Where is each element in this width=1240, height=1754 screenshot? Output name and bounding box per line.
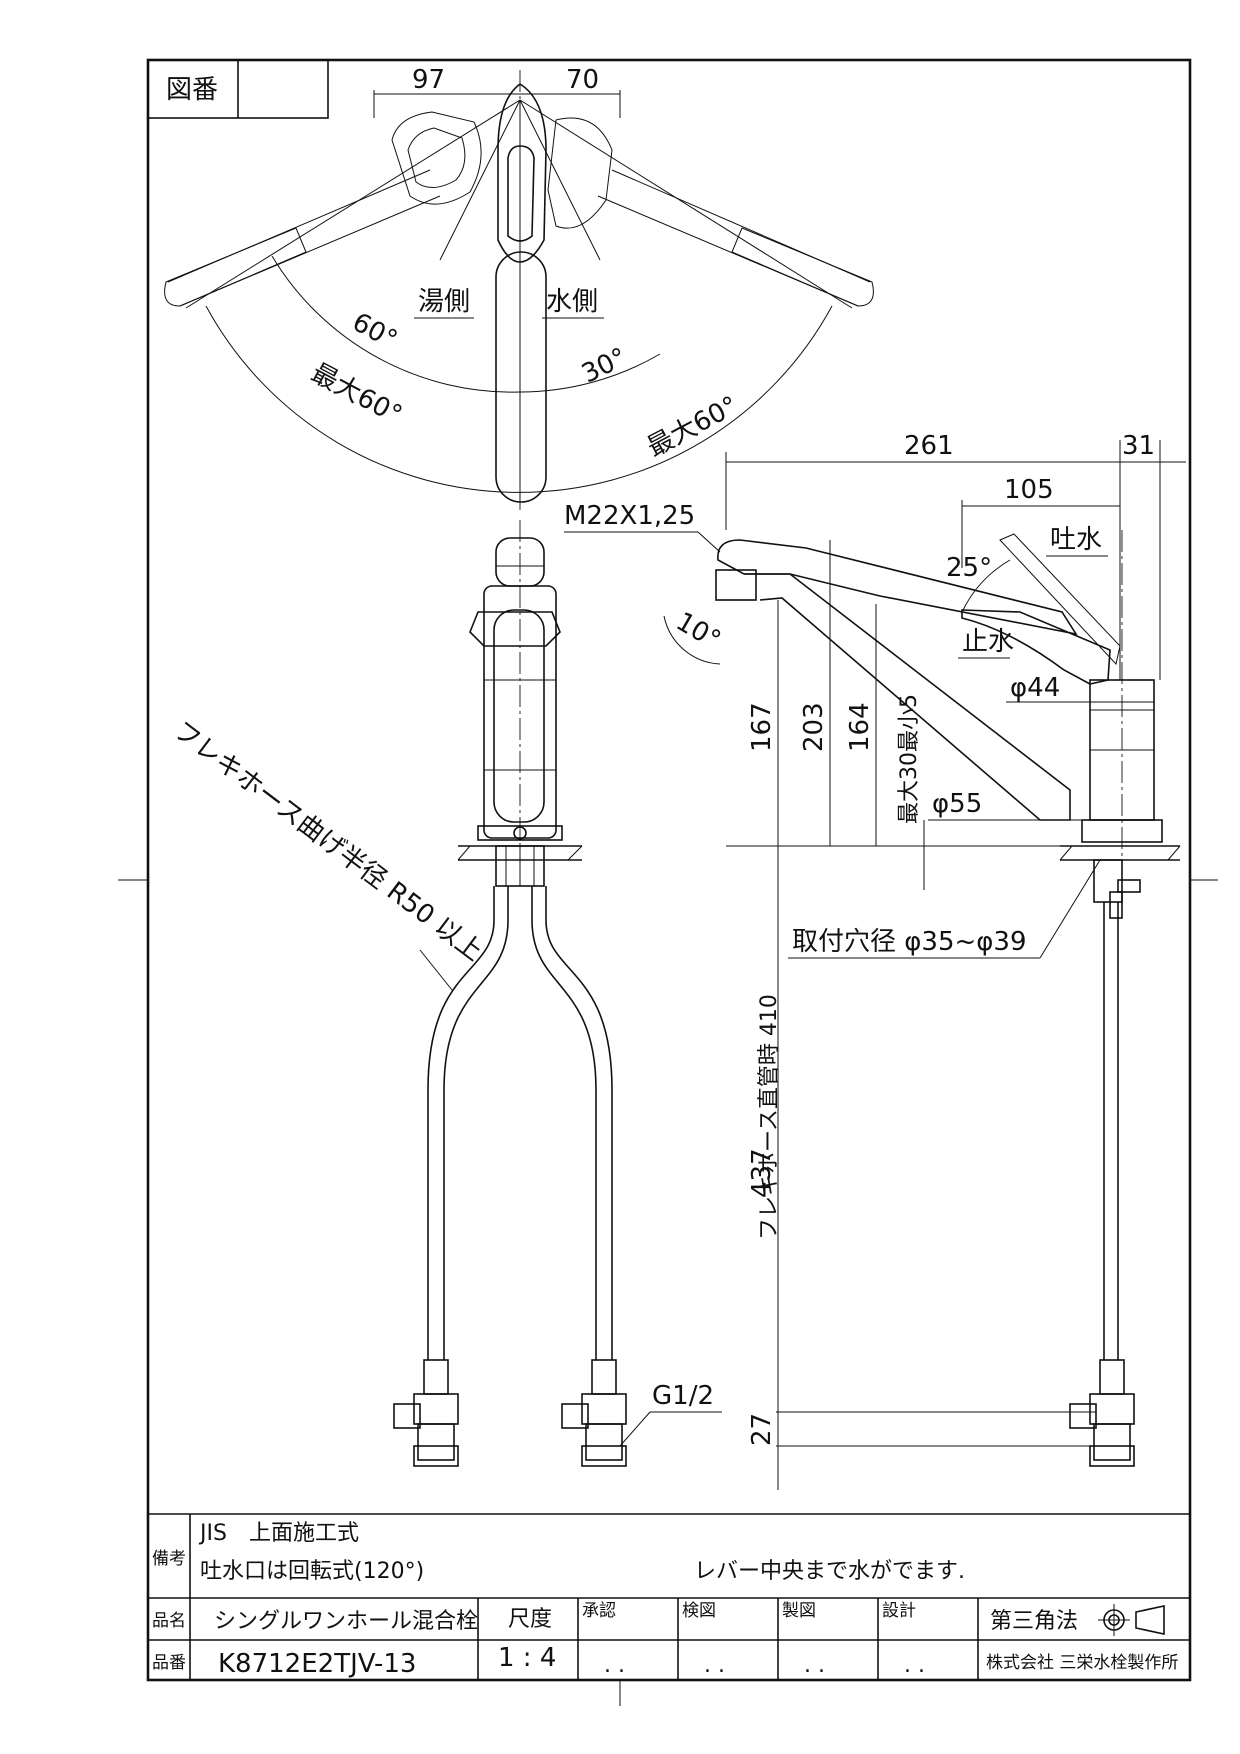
- approval-dots: . .: [604, 1653, 625, 1678]
- hot-side-label: 湯側: [418, 287, 470, 317]
- drawn-label: 製図: [782, 1601, 816, 1621]
- dim-31: 31: [1122, 431, 1155, 461]
- stop-label: 止水: [962, 627, 1014, 657]
- dim-27: 27: [747, 1413, 777, 1446]
- sheet-border: [118, 58, 1218, 1706]
- dia-55: φ55: [932, 789, 982, 819]
- zuban-box: 図番: [147, 59, 329, 119]
- dim-167: 167: [747, 702, 777, 752]
- hinmei-value: シングルワンホール混合栓: [214, 1609, 478, 1634]
- projection-label: 第三角法: [990, 1609, 1078, 1634]
- note-line3: レバー中央まで水がでます.: [694, 1559, 965, 1584]
- hinmei-label: 品名: [152, 1611, 186, 1631]
- angle-cold-30: 30°: [577, 342, 632, 389]
- scale-value: 1 : 4: [498, 1643, 556, 1673]
- hinban-value: K8712E2TJV-13: [218, 1649, 416, 1679]
- dim-max30-min5: 最大30最小5: [897, 694, 922, 824]
- dim-164: 164: [845, 702, 875, 752]
- side-view: 261 31 105 吐水 M22X1,25 25° 止水 10° φ44: [564, 431, 1186, 1490]
- front-view: G1/2 フレキホース曲げ半径 R50 以上: [168, 520, 722, 1467]
- drawn-dots: . .: [804, 1653, 825, 1678]
- max-60-right: 最大60°: [642, 391, 743, 464]
- hinban-label: 品番: [152, 1653, 186, 1673]
- design-label: 設計: [882, 1601, 916, 1621]
- note-line2: 吐水口は回転式(120°): [200, 1559, 424, 1584]
- angle-lever-25: 25°: [946, 553, 992, 583]
- zuban-label: 図番: [166, 75, 218, 105]
- note-line1: JIS 上面施工式: [198, 1521, 359, 1546]
- thread-g12-label: G1/2: [652, 1381, 714, 1411]
- biko-label: 備考: [152, 1549, 186, 1569]
- spout-label: 吐水: [1050, 525, 1102, 555]
- dim-97: 97: [412, 65, 445, 95]
- title-block: 備考 JIS 上面施工式 吐水口は回転式(120°) レバー中央まで水がでます.…: [148, 1513, 1190, 1680]
- cold-side-label: 水側: [546, 287, 598, 317]
- inspect-dots: . .: [704, 1653, 725, 1678]
- top-view: 97 70 湯側 水側 60° 30° 最大60° 最大60°: [164, 65, 874, 510]
- approval-label: 承認: [582, 1601, 616, 1621]
- angle-spout-10: 10°: [671, 607, 726, 656]
- dim-70: 70: [566, 65, 599, 95]
- dim-437: 437: [747, 1148, 777, 1198]
- max-60-left: 最大60°: [306, 358, 407, 431]
- third-angle-projection-icon: [1098, 1604, 1165, 1636]
- dim-105: 105: [1004, 475, 1054, 505]
- design-dots: . .: [904, 1653, 925, 1678]
- dim-261: 261: [904, 431, 954, 461]
- hose-bend-note: フレキホース曲げ半径 R50 以上: [168, 716, 488, 968]
- hose-length-note: フレキホース直管時 410: [757, 994, 782, 1240]
- dim-203: 203: [799, 702, 829, 752]
- company-name: 株式会社 三栄水栓製作所: [986, 1653, 1178, 1673]
- inspect-label: 検図: [682, 1601, 716, 1621]
- angle-hot-60: 60°: [347, 307, 402, 355]
- thread-m22-label: M22X1,25: [564, 501, 695, 531]
- scale-label: 尺度: [508, 1607, 552, 1632]
- mount-hole-note: 取付穴径 φ35~φ39: [792, 927, 1027, 957]
- dia-44: φ44: [1010, 673, 1060, 703]
